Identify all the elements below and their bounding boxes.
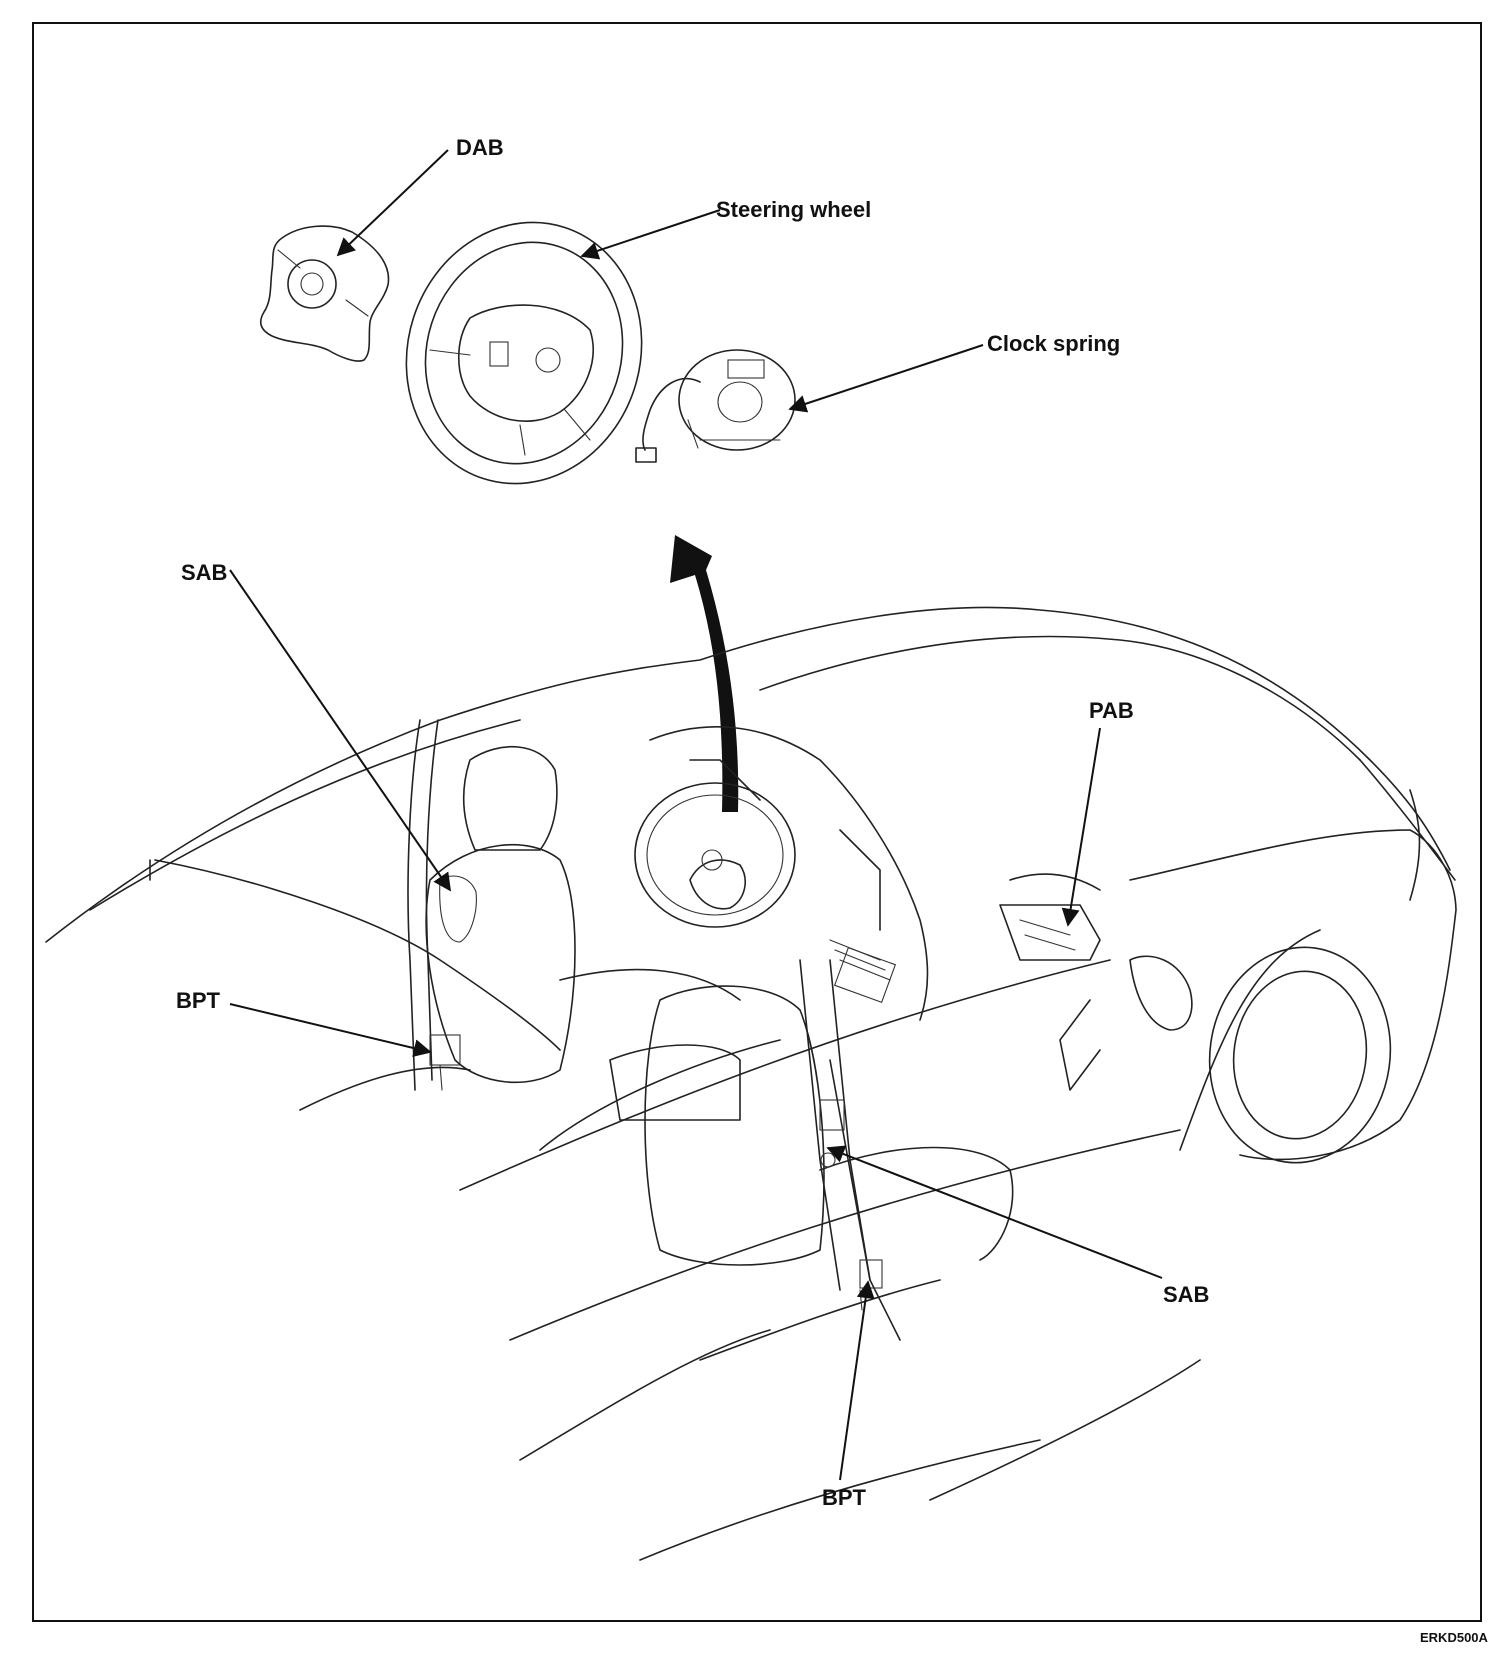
figure-code: ERKD500A (1420, 1630, 1488, 1645)
label-bpt-bottom: BPT (822, 1485, 866, 1510)
label-pab: PAB (1089, 698, 1134, 723)
label-sab-right: SAB (1163, 1282, 1210, 1307)
label-clock-spring: Clock spring (987, 331, 1121, 356)
figure-frame (32, 22, 1482, 1622)
leader-lines (229, 149, 1163, 1481)
dab-module-icon (259, 225, 390, 362)
steering-wheel-icon (405, 221, 643, 485)
clock-spring-icon (635, 349, 796, 463)
up-arrow-icon (670, 535, 739, 812)
label-sab-left: SAB (181, 560, 228, 585)
label-steering-wheel: Steering wheel (716, 197, 872, 222)
label-dab: DAB (456, 135, 504, 160)
car-interior-icon (45, 606, 1457, 1561)
label-bpt-left: BPT (176, 988, 220, 1013)
